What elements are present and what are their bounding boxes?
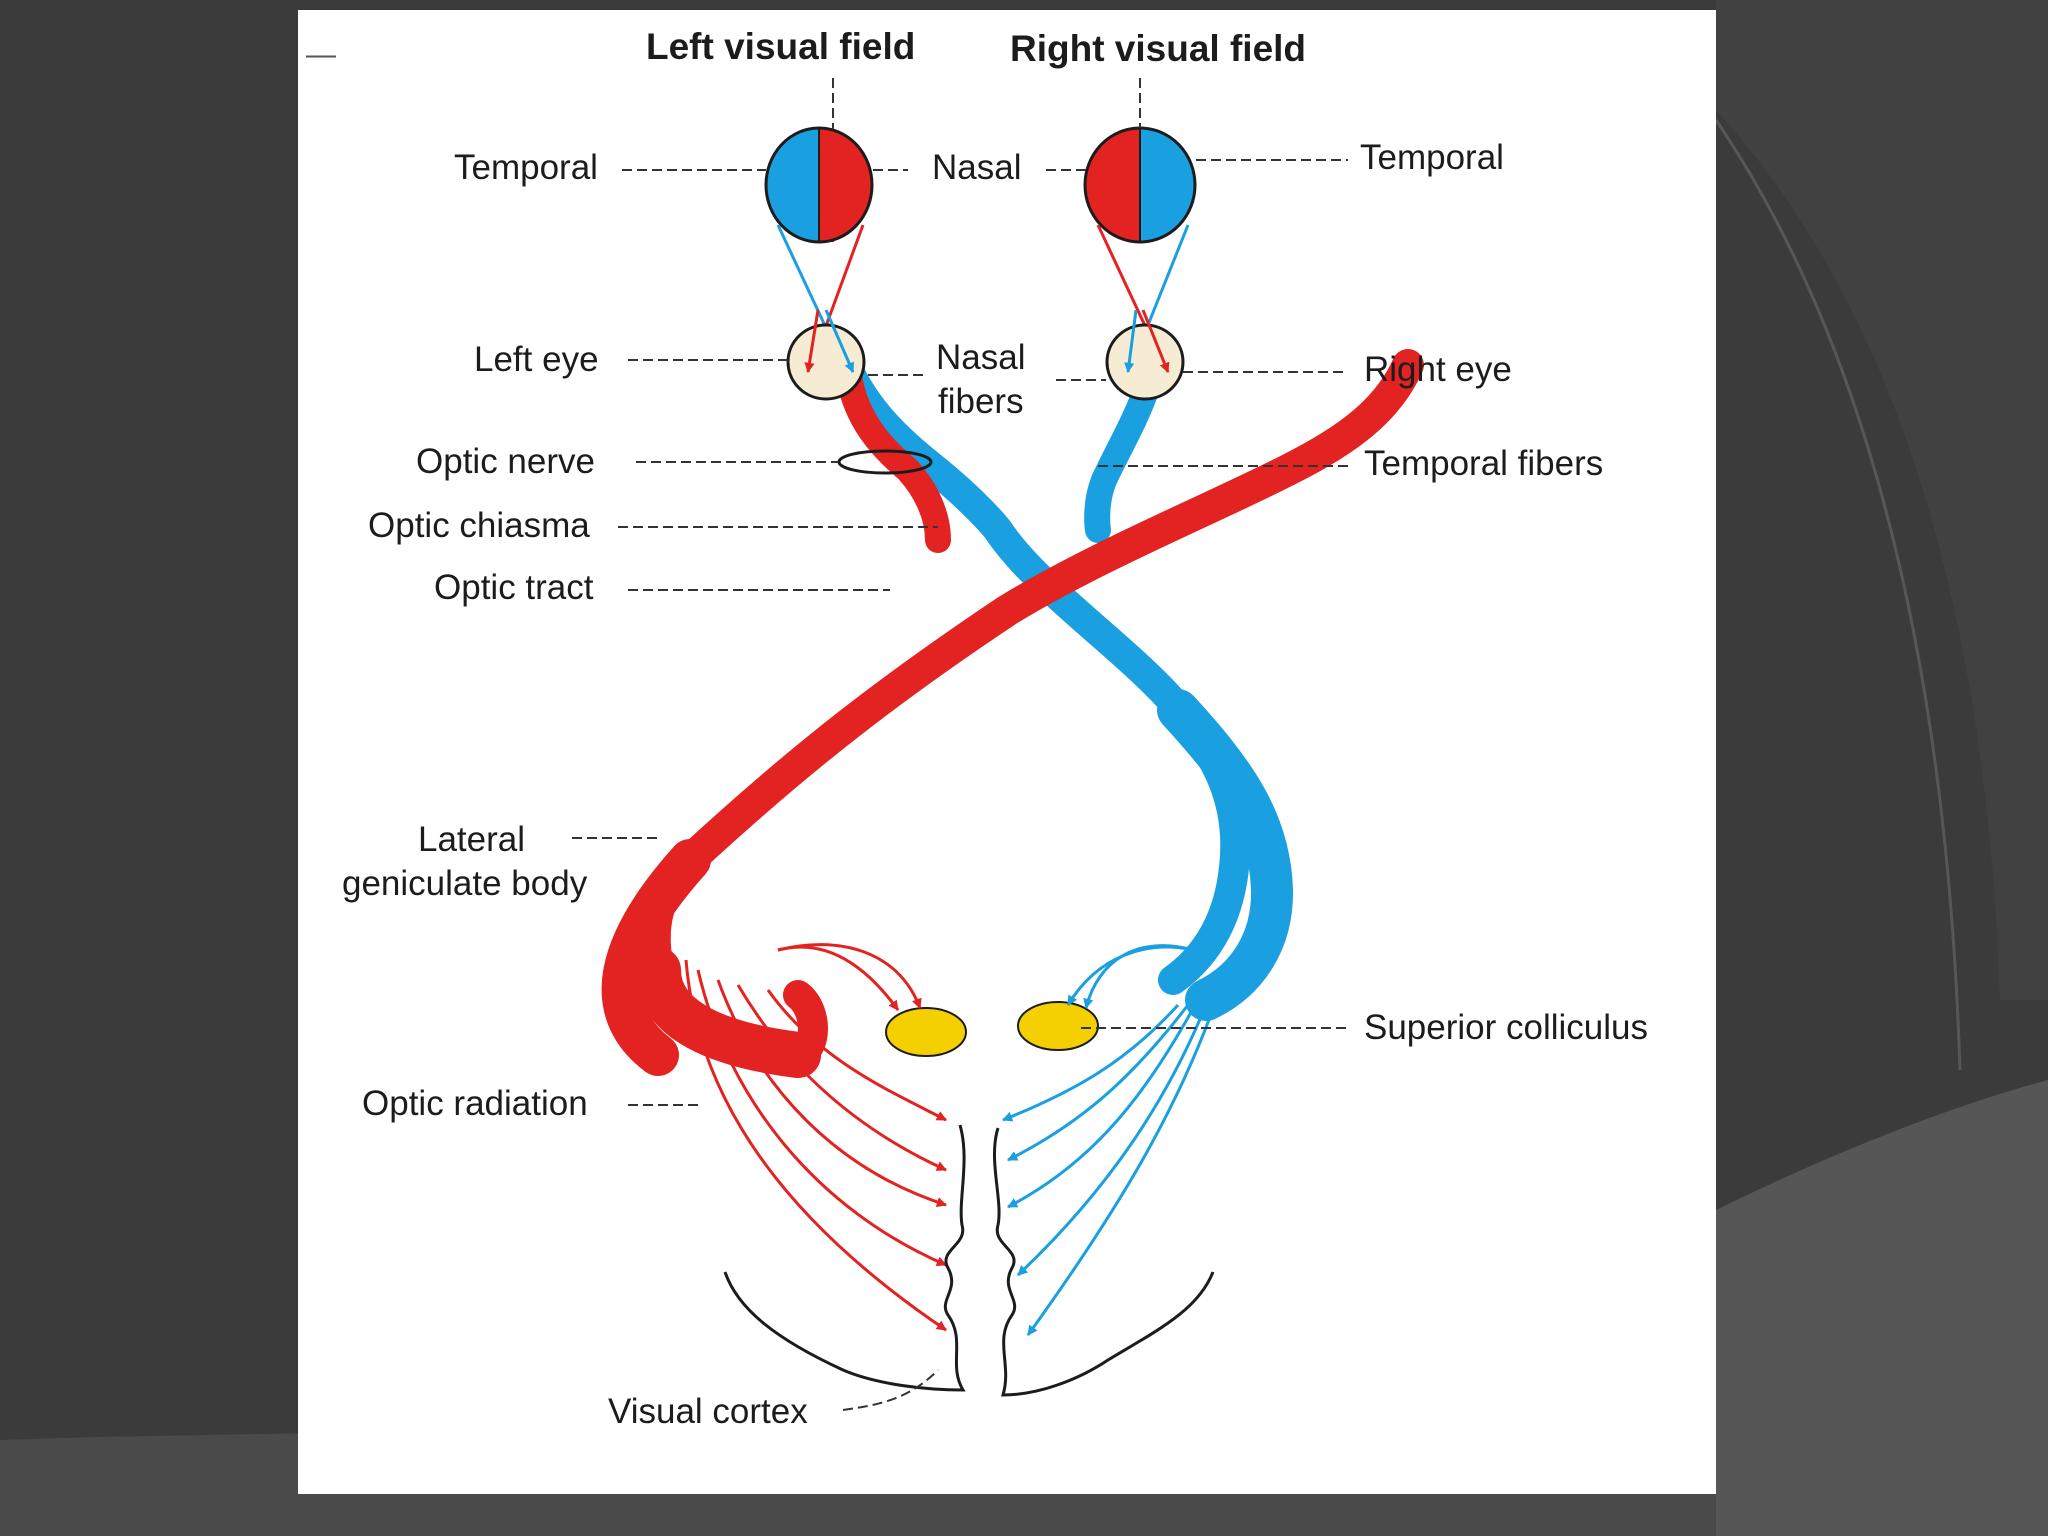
temporal-left-label: Temporal (454, 148, 598, 187)
nasal-fibers-line2: fibers (938, 382, 1024, 421)
left-eye-label: Left eye (474, 340, 599, 379)
minimize-glyph: — (306, 38, 336, 71)
optic-nerve-ring (837, 449, 933, 475)
right-eye-label: Right eye (1364, 350, 1512, 389)
diagram-slide: — Left visual field Right visual field T… (298, 10, 1716, 1494)
optic-tract-label: Optic tract (434, 568, 594, 607)
superior-colliculus-left (885, 1007, 967, 1057)
optic-radiation-label: Optic radiation (362, 1084, 588, 1123)
right-eye-globe (1105, 323, 1185, 401)
left-visual-field-circle (764, 126, 874, 244)
optic-chiasma-label: Optic chiasma (368, 506, 590, 545)
temporal-right-label: Temporal (1360, 138, 1504, 177)
left-visual-field-title: Left visual field (646, 26, 916, 67)
right-visual-field-title: Right visual field (1010, 28, 1307, 69)
temporal-fibers-label: Temporal fibers (1364, 444, 1604, 483)
optic-radiation-red (684, 959, 947, 1332)
blue-pathway (831, 350, 1293, 1021)
nasal-fibers-line1: Nasal (936, 338, 1026, 377)
visual-cortex-label: Visual cortex (608, 1392, 808, 1431)
visual-cortex-outline (723, 1124, 1215, 1397)
visual-pathway-diagram (572, 78, 1424, 1411)
optic-radiation-blue (1002, 994, 1220, 1336)
optic-nerve-label: Optic nerve (416, 442, 595, 481)
red-pathway (601, 349, 1424, 1078)
right-visual-field-circle (1083, 126, 1197, 244)
superior-colliculus-right (1017, 1001, 1099, 1051)
lateral-geniculate-body-line2: geniculate body (342, 864, 588, 903)
nasal-label: Nasal (932, 148, 1022, 187)
lateral-geniculate-body-line1: Lateral (418, 820, 526, 859)
superior-colliculus-label: Superior colliculus (1364, 1008, 1649, 1047)
left-eye-globe (786, 323, 866, 401)
leader-lines (572, 78, 1348, 1411)
